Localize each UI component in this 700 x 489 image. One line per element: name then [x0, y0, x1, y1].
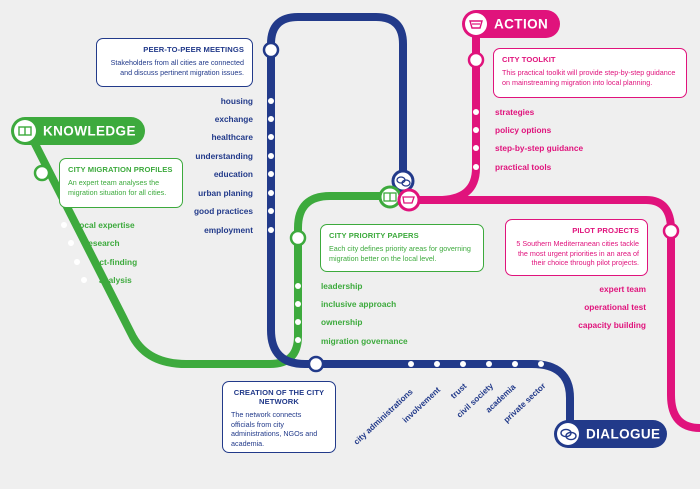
network-stop-dots: [408, 361, 544, 367]
papers-box-title: CITY PRIORITY PAPERS: [329, 231, 419, 240]
knowledge-label: KNOWLEDGE: [43, 123, 136, 139]
stop-label: ownership: [321, 317, 363, 327]
toolkit-stop-dots: [473, 109, 479, 170]
peer-box-title: PEER-TO-PEER MEETINGS: [143, 45, 244, 54]
network-box-title: CREATION OF THE CITY NETWORK: [233, 388, 325, 406]
stop-label: migration governance: [321, 336, 408, 346]
peer-station: [262, 41, 280, 59]
stop-label: housing: [220, 96, 253, 106]
papers-stop-dots: [295, 283, 301, 343]
pilot-box-title: PILOT PROJECTS: [572, 226, 639, 235]
speech-bubbles-icon: [557, 423, 579, 445]
stop-label: strategies: [495, 107, 535, 117]
stop-label: inclusive approach: [321, 299, 397, 309]
stop-label: policy options: [495, 125, 552, 135]
stop-label: leadership: [321, 281, 363, 291]
dialogue-label: DIALOGUE: [586, 426, 661, 442]
stop-label: education: [213, 169, 253, 179]
profiles-box-title: CITY MIGRATION PROFILES: [68, 165, 173, 174]
toolkit-box-text: This practical toolkit will provide step…: [502, 68, 676, 87]
peer-to-peer-meetings-box: PEER-TO-PEER MEETINGS Stakeholders from …: [96, 38, 253, 87]
papers-station: [289, 229, 307, 247]
stop-label: healthcare: [211, 132, 253, 142]
stop-label: analysis: [99, 275, 132, 285]
city-priority-papers-box: CITY PRIORITY PAPERS Each city defines p…: [320, 224, 484, 272]
stop-label: practical tools: [495, 162, 552, 172]
profiles-box-text: An expert team analyses the migration si…: [68, 178, 167, 197]
network-station: [307, 355, 325, 373]
city-toolkit-box: CITY TOOLKIT This practical toolkit will…: [493, 48, 687, 98]
pilot-projects-box: PILOT PROJECTS 5 Southern Mediterranean …: [505, 219, 648, 276]
stop-label: understanding: [195, 151, 253, 161]
stop-label: local expertise: [77, 220, 135, 230]
profiles-station: [33, 164, 51, 182]
stop-label: fact-finding: [92, 257, 138, 267]
action-pill: ACTION: [462, 10, 560, 38]
profiles-stop-dots: [61, 222, 87, 283]
peer-stop-dots: [268, 98, 274, 233]
pilot-box-text: 5 Southern Mediterranean cities tackle t…: [516, 239, 639, 268]
action-line: [412, 30, 480, 204]
toolkit-icon: [465, 13, 487, 35]
stop-label: good practices: [193, 206, 253, 216]
interchange-hub: [378, 169, 421, 212]
toolkit-box-title: CITY TOOLKIT: [502, 55, 556, 64]
action-label: ACTION: [494, 16, 549, 32]
network-box-text: The network connects officials from city…: [231, 410, 318, 449]
stop-label: step-by-step guidance: [495, 143, 584, 153]
toolkit-icon: [397, 188, 421, 212]
book-icon: [14, 120, 36, 142]
city-network-box: CREATION OF THE CITY NETWORK The network…: [222, 381, 336, 453]
stop-label: research: [85, 238, 120, 248]
knowledge-pill: KNOWLEDGE: [11, 117, 145, 145]
dialogue-pill: DIALOGUE: [554, 420, 667, 448]
pilot-station: [662, 222, 680, 240]
stop-label: expert team: [599, 284, 646, 294]
stop-label: employment: [204, 225, 253, 235]
papers-box-text: Each city defines priority areas for gov…: [329, 244, 471, 263]
toolkit-station: [467, 51, 485, 69]
stop-label: capacity building: [578, 320, 646, 330]
dialogue-line: [267, 13, 574, 430]
peer-box-text: Stakeholders from all cities are connect…: [110, 58, 244, 77]
stop-label: urban planing: [198, 188, 253, 198]
stop-label: exchange: [214, 114, 253, 124]
city-migration-profiles-box: CITY MIGRATION PROFILES An expert team a…: [59, 158, 183, 208]
stop-label: operational test: [584, 302, 646, 312]
